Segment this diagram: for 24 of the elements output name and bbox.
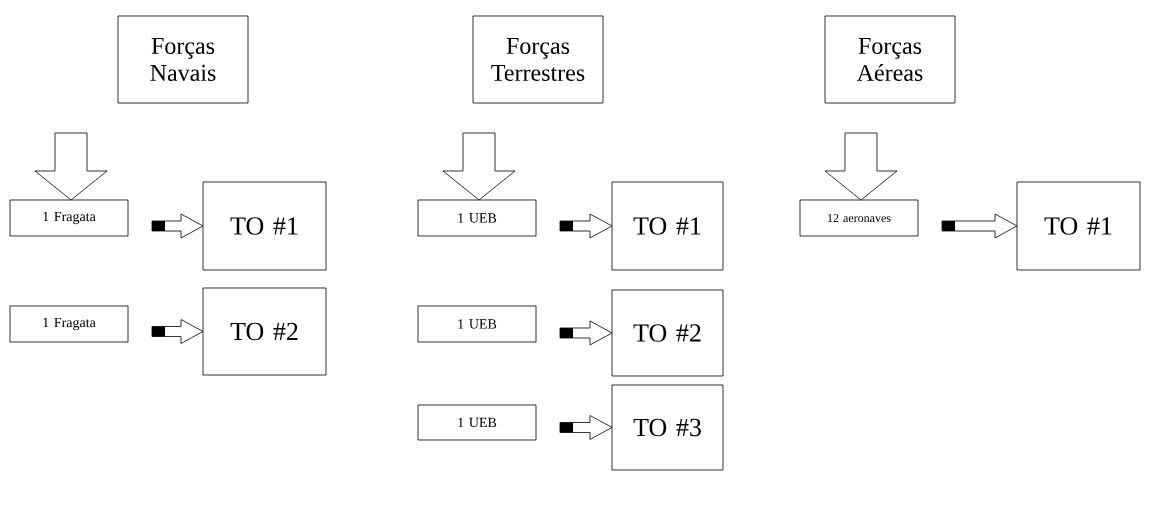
block-arrow (559, 320, 613, 346)
theater-box: TO #2 (611, 289, 724, 377)
block-arrow (941, 213, 1018, 239)
force-box: Forças Navais (117, 15, 249, 104)
block-arrow (151, 319, 204, 344)
block-arrow (34, 132, 108, 201)
theater-box: TO #1 (611, 181, 724, 271)
block-arrow (559, 213, 613, 239)
force-box: Forças Terrestres (472, 15, 604, 104)
theater-box: TO #2 (202, 287, 327, 376)
unit-box: 1 Fragata (9, 199, 129, 237)
block-arrow (824, 132, 898, 201)
unit-box: 1 UEB (417, 305, 537, 343)
unit-box: 1 UEB (417, 199, 537, 237)
block-arrow (442, 132, 516, 201)
theater-box: TO #1 (202, 181, 327, 271)
block-arrow (559, 415, 613, 440)
theater-box: TO #1 (1016, 181, 1141, 271)
unit-box: 1 UEB (417, 404, 537, 441)
force-box: Forças Aéreas (824, 15, 956, 104)
unit-box: 1 Fragata (9, 305, 129, 343)
block-arrow (151, 213, 204, 239)
unit-box: 12 aeronaves (799, 199, 919, 237)
theater-box: TO #3 (611, 384, 724, 471)
